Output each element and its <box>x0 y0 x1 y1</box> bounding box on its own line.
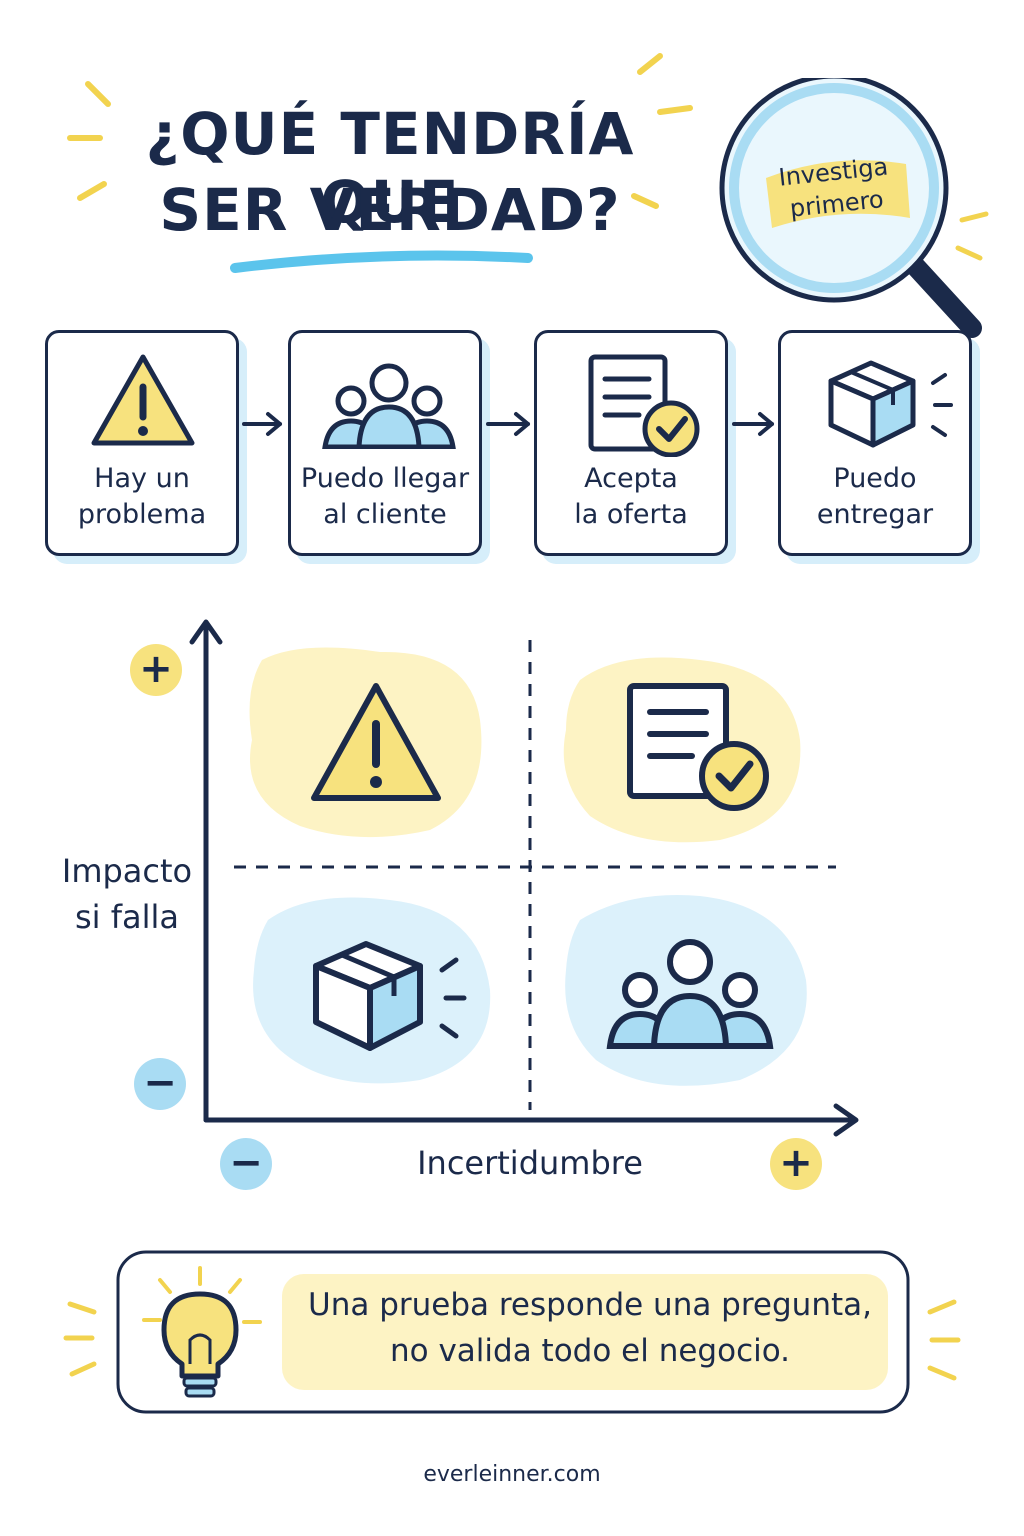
x-axis-label: Incertidumbre <box>417 1144 643 1182</box>
box-icon <box>828 360 953 448</box>
x-axis-minus-badge: − <box>220 1138 272 1190</box>
y-axis-label-line2: si falla <box>75 898 179 936</box>
box-icon <box>313 941 467 1051</box>
tip-box <box>63 1250 961 1414</box>
x-axis-plus-badge: + <box>770 1138 822 1190</box>
y-axis-label: Impacto si falla <box>52 848 202 940</box>
document-check-icon <box>627 683 769 811</box>
lightbulb-icon <box>142 1266 262 1398</box>
page-title-line1: ¿QUÉ TENDRÍA QUE <box>145 100 635 236</box>
step-label-line1: Acepta <box>584 463 678 494</box>
y-axis-minus-badge: − <box>134 1058 186 1110</box>
warning-icon <box>311 683 441 801</box>
step-arrows <box>242 412 774 436</box>
risk-matrix <box>189 619 859 1137</box>
y-axis-label-line1: Impacto <box>61 852 193 890</box>
tip-message-line2: no valida todo el negocio. <box>389 1333 791 1369</box>
step-label-line2: entregar <box>816 499 934 530</box>
step-card-deliver: Puedo entregar <box>778 330 972 556</box>
step-card-problem: Hay un problema <box>45 330 239 556</box>
document-check-icon <box>588 354 700 457</box>
page-title-line2: SER VERDAD? <box>159 176 621 244</box>
y-axis-plus-badge: + <box>130 644 182 696</box>
title-underline <box>230 250 533 273</box>
step-label-line1: Hay un <box>94 463 190 494</box>
step-card-reach-client: Puedo llegar al cliente <box>288 330 482 556</box>
quadrant-bottom-right <box>565 895 807 1086</box>
warning-icon <box>91 354 195 446</box>
step-label-line2: problema <box>77 499 207 530</box>
people-icon <box>606 939 774 1049</box>
title-decoration <box>67 53 693 273</box>
magnifying-glass-icon: Investiga primero <box>710 73 1000 348</box>
tip-message-line1: Una prueba responde una pregunta, <box>308 1287 872 1323</box>
step-label-line1: Puedo <box>833 463 917 494</box>
footer-url[interactable]: everleinner.com <box>423 1462 601 1487</box>
people-icon <box>322 363 456 449</box>
tip-message: Una prueba responde una pregunta, no val… <box>290 1282 890 1374</box>
step-label-line2: la oferta <box>574 499 688 530</box>
step-label-line2: al cliente <box>323 499 447 530</box>
step-label-line1: Puedo llegar <box>300 463 470 494</box>
step-card-accept-offer: Acepta la oferta <box>534 330 728 556</box>
